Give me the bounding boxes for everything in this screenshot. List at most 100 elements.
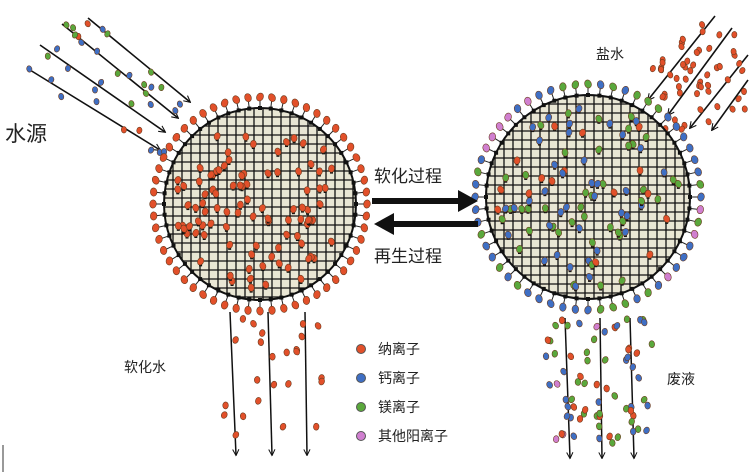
- bound-ion: [222, 222, 230, 231]
- bound-ion: [575, 104, 583, 113]
- exchange-site: [247, 297, 252, 302]
- brine-stream: [648, 15, 749, 133]
- surface-ion: [609, 82, 617, 92]
- exchange-site: [206, 120, 211, 125]
- bound-ion: [297, 215, 305, 224]
- bound-ion: [174, 221, 182, 230]
- surface-ion: [209, 103, 218, 112]
- brine-sodium-ion: [684, 57, 691, 65]
- bound-ion: [197, 257, 205, 266]
- waste-ion: [595, 398, 602, 406]
- flow-arrow: [564, 317, 570, 458]
- exchange-site: [309, 120, 314, 125]
- exchange-site: [279, 295, 284, 300]
- bound-ion: [562, 203, 570, 212]
- surface-ion: [694, 167, 702, 177]
- waste-ion: [603, 384, 610, 393]
- bound-ions: [174, 132, 335, 293]
- surface-ion: [633, 90, 641, 100]
- surface-ion: [360, 223, 368, 233]
- brine-sodium-ion: [697, 83, 704, 91]
- waste-ion: [624, 353, 631, 362]
- dissolved-ion: [148, 68, 154, 76]
- bound-ion: [327, 237, 335, 246]
- surface-ion: [220, 300, 229, 310]
- bound-ion: [663, 214, 671, 223]
- bound-ion: [632, 117, 640, 126]
- waste-liquid-stream: [542, 315, 655, 458]
- bound-ion: [201, 190, 209, 199]
- exchange-site: [682, 228, 687, 233]
- bound-ion: [557, 208, 565, 217]
- exchange-site: [513, 267, 518, 272]
- bound-ion: [551, 122, 558, 131]
- bound-ion: [541, 187, 549, 196]
- bound-ion: [264, 169, 272, 178]
- bound-ion: [592, 258, 600, 267]
- waste-ion: [583, 348, 591, 357]
- surface-ion: [488, 132, 496, 142]
- bound-ion: [237, 200, 244, 209]
- brine-sodium-ion: [699, 21, 706, 29]
- bound-ion: [250, 139, 257, 149]
- exchange-site: [672, 249, 677, 254]
- dissolved-ion: [126, 71, 133, 79]
- exchange-site: [640, 108, 645, 113]
- bound-ion: [249, 212, 257, 221]
- exchange-site: [236, 295, 241, 300]
- bound-ion: [516, 245, 523, 254]
- legend-label: 其他阳离子: [378, 428, 448, 445]
- bound-ion: [589, 238, 596, 247]
- bound-ion: [212, 189, 220, 198]
- bound-ion: [180, 224, 188, 233]
- surface-ion: [155, 234, 163, 244]
- dissolved-ion: [78, 39, 85, 46]
- dissolved-ion: [71, 31, 79, 39]
- surface-ion: [495, 122, 504, 131]
- surface-ion: [513, 280, 522, 290]
- legend-item-sodium: 纳离子: [356, 334, 448, 363]
- surface-ion: [313, 108, 321, 118]
- brine-sodium-ion: [735, 95, 742, 103]
- exchange-site: [649, 274, 654, 279]
- surface-ion: [679, 252, 688, 262]
- bound-ion: [199, 199, 207, 208]
- bound-ion: [290, 205, 297, 214]
- bound-ion: [636, 166, 644, 175]
- exchange-site: [162, 191, 167, 196]
- flow-arrow: [305, 311, 307, 455]
- dissolved-ion: [128, 100, 135, 108]
- sodium-ion-icon: [356, 343, 366, 354]
- exchange-site: [171, 243, 176, 248]
- exchange-site: [198, 126, 203, 131]
- bound-ion: [529, 123, 536, 132]
- brine-sodium-ion: [724, 76, 731, 84]
- dissolved-ion: [94, 47, 100, 55]
- bound-ion: [581, 212, 588, 221]
- waste-ion: [553, 435, 560, 443]
- exchange-site: [289, 111, 294, 116]
- bound-ion: [200, 230, 208, 240]
- surface-ion: [621, 85, 630, 95]
- exchange-site: [354, 202, 358, 206]
- waste-ion: [574, 378, 582, 386]
- waste-ion: [596, 409, 603, 418]
- exchange-site: [685, 172, 690, 177]
- dissolved-ion: [141, 81, 148, 89]
- bound-ion: [577, 203, 585, 212]
- bound-ion: [174, 176, 182, 185]
- exchange-site: [658, 122, 663, 127]
- bound-ion: [518, 205, 526, 213]
- magnesium-ion-icon: [356, 401, 366, 412]
- surface-ion: [340, 132, 348, 142]
- waste-ion: [614, 433, 621, 441]
- exchange-site: [258, 106, 262, 110]
- brine-sodium-ion: [673, 74, 680, 83]
- bound-ion: [618, 208, 625, 217]
- exchange-site: [333, 261, 338, 266]
- dissolved-ion: [148, 83, 155, 91]
- surface-ion: [477, 230, 486, 239]
- bound-ion: [618, 276, 626, 285]
- bound-ion: [660, 168, 668, 177]
